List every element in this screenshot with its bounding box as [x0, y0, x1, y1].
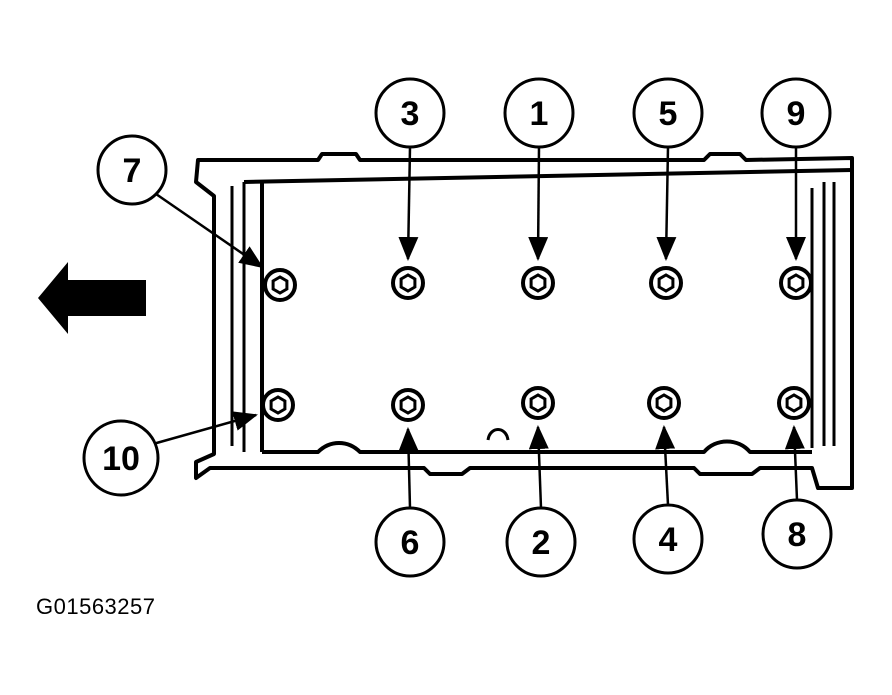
callout-circle — [96, 134, 168, 206]
callout-3: 3 — [374, 77, 446, 149]
callout-number: 7 — [123, 152, 142, 190]
callout-circle — [374, 506, 446, 578]
callout-4: 4 — [632, 503, 704, 575]
figure-id-label: G01563257 — [36, 594, 156, 619]
callout-number: 6 — [401, 524, 420, 562]
leader-line-6 — [398, 427, 419, 509]
bolt-1 — [521, 266, 555, 300]
callout-10: 10 — [82, 419, 160, 497]
callout-circle — [632, 77, 704, 149]
leader-line-8 — [784, 425, 805, 501]
callout-6: 6 — [374, 506, 446, 578]
component-outline — [194, 152, 854, 490]
callout-circle — [503, 77, 575, 149]
bolt-4 — [647, 386, 681, 420]
leader-line-4 — [655, 425, 676, 506]
callout-circle — [761, 498, 833, 570]
callout-1: 1 — [503, 77, 575, 149]
callout-number: 2 — [532, 524, 551, 562]
bolt-layer — [261, 266, 813, 422]
callout-number: 5 — [659, 95, 678, 133]
callout-number: 4 — [659, 521, 678, 559]
callout-number: 8 — [788, 516, 807, 554]
front-direction-arrow-icon — [38, 262, 146, 334]
callout-layer: 3 1 5 9 7 10 6 2 4 8 — [82, 77, 833, 578]
leader-line-7 — [155, 192, 264, 269]
callout-5: 5 — [632, 77, 704, 149]
callout-7: 7 — [96, 134, 168, 206]
bolt-5 — [649, 266, 683, 300]
bolt-3 — [391, 266, 425, 300]
callout-number: 1 — [530, 95, 549, 133]
leader-line-2 — [528, 425, 549, 509]
bolt-2 — [521, 386, 555, 420]
callout-circle — [632, 503, 704, 575]
leader-line-10 — [152, 411, 258, 446]
bolt-6 — [391, 388, 425, 422]
callout-circle — [374, 77, 446, 149]
bolt-9 — [779, 266, 813, 300]
callout-2: 2 — [505, 506, 577, 578]
callout-8: 8 — [761, 498, 833, 570]
callout-circle — [82, 419, 160, 497]
callout-circle — [505, 506, 577, 578]
leader-line-1 — [528, 146, 549, 261]
callout-circle — [760, 77, 832, 149]
callout-9: 9 — [760, 77, 832, 149]
callout-number: 10 — [102, 440, 140, 478]
bolt-8 — [777, 386, 811, 420]
callout-number: 3 — [401, 95, 420, 133]
bolt-7 — [263, 268, 297, 302]
leader-line-3 — [398, 146, 419, 261]
leader-line-5 — [656, 146, 677, 261]
callout-number: 9 — [787, 95, 806, 133]
bolt-10 — [261, 388, 295, 422]
